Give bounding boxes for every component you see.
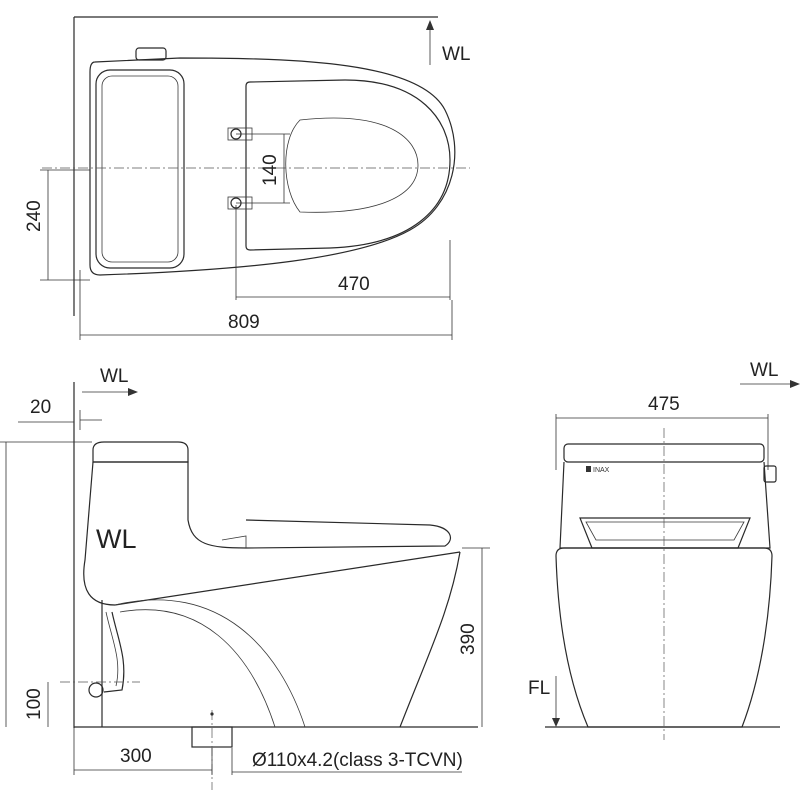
top-wl-label: WL <box>442 44 471 65</box>
side-trapway-inner <box>119 609 276 728</box>
dim-100-label: 100 <box>24 688 45 720</box>
brand-logo-icon <box>586 466 591 472</box>
top-tank-lid <box>101 75 179 263</box>
top-tank <box>95 69 185 269</box>
supply-hose <box>103 611 125 693</box>
side-body-front <box>399 551 461 728</box>
side-hinge <box>221 535 247 548</box>
brand-label: INAX <box>593 467 610 474</box>
dim-809-label: 809 <box>228 312 260 333</box>
dim-390-label: 390 <box>458 623 479 655</box>
side-body-rim <box>114 551 461 606</box>
side-trapway <box>114 599 306 728</box>
side-tank <box>93 461 247 549</box>
top-view: WL 240 140 470 <box>24 16 471 340</box>
side-body-back <box>83 461 116 606</box>
top-bowl-opening <box>285 117 419 213</box>
side-body-wl-label: WL <box>96 524 137 554</box>
front-seat <box>579 517 751 549</box>
angle-valve-icon <box>88 682 104 698</box>
dim-140-label: 140 <box>260 154 281 186</box>
front-wl-label: WL <box>750 360 779 381</box>
dim-240-label: 240 <box>24 200 45 232</box>
front-fl-label: FL <box>528 678 550 699</box>
front-tank-lid <box>563 443 765 463</box>
dim-470-label: 470 <box>338 274 370 295</box>
front-tank <box>559 461 771 549</box>
front-flush-handle-icon <box>763 465 777 483</box>
dim-475-label: 475 <box>648 394 680 415</box>
front-view: WL 475 INAX FL <box>528 360 800 740</box>
outlet-spec-label: Ø110x4.2(class 3-TCVN) <box>252 750 463 771</box>
top-body-outline <box>89 57 456 276</box>
supply-hose-inner <box>105 611 119 687</box>
dim-20-label: 20 <box>30 397 51 418</box>
flush-button-icon <box>135 47 167 61</box>
dim-300-label: 300 <box>120 746 152 767</box>
side-wl-label: WL <box>100 366 129 387</box>
side-view: WL 20 WL 390 <box>0 366 490 790</box>
front-body <box>555 547 773 728</box>
top-seat <box>245 79 451 251</box>
side-tank-lid <box>92 441 189 463</box>
front-seat-inner <box>585 521 745 541</box>
side-seat <box>245 519 452 549</box>
